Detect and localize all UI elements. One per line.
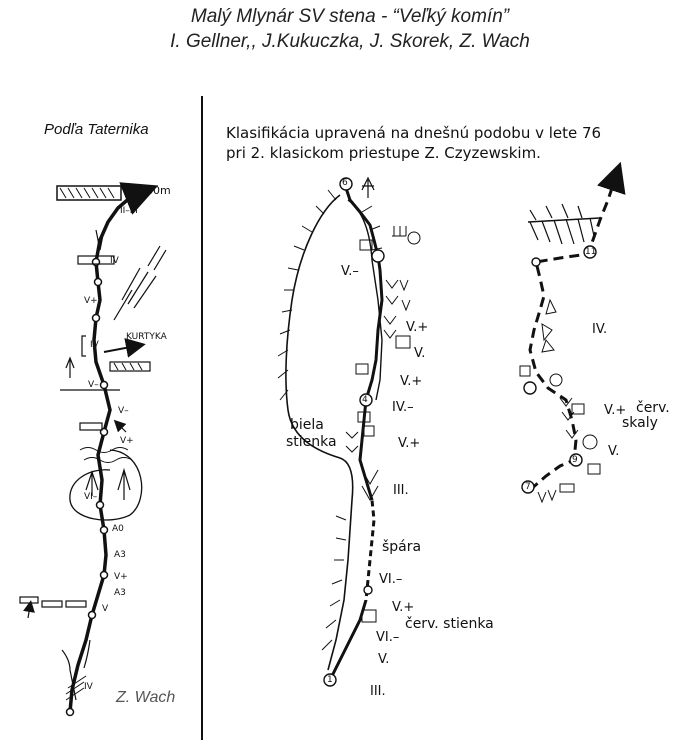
route-a-grade: V.+ xyxy=(392,600,415,615)
left-grade: II–III xyxy=(120,206,138,216)
route-b-grade: IV. xyxy=(592,322,608,337)
left-grade: IV xyxy=(110,256,119,266)
route-b-grade: V.+ xyxy=(604,403,627,418)
left-grade: V xyxy=(102,604,109,614)
route-a-grade: V.+ xyxy=(398,436,421,451)
route-a-belay-number: 4 xyxy=(362,395,368,405)
caption-line-1: Klasifikácia upravená na dnešnú podobu v… xyxy=(226,124,602,142)
route-b-grade: V. xyxy=(608,444,620,459)
route-a-belay-number: 1 xyxy=(327,675,333,685)
left-grade: V– xyxy=(118,406,129,416)
route-b-belay-number: 7 xyxy=(525,482,531,492)
left-grade: VI– xyxy=(84,492,98,502)
route-a-wall-ticks xyxy=(277,189,347,651)
kurtyka-label: KURTYKA xyxy=(126,332,167,342)
red-rocks-label-1: červ. xyxy=(636,400,670,416)
route-a xyxy=(277,176,421,687)
route-a-right-wall xyxy=(347,199,383,401)
white-wall-label-2: stienka xyxy=(286,434,337,450)
author-credit: Z. Wach xyxy=(116,689,176,706)
route-a-grade: V.+ xyxy=(406,320,429,335)
left-grade: V+ xyxy=(84,296,98,306)
route-a-grade: III. xyxy=(370,684,386,699)
route-a-grade: V.– xyxy=(341,264,359,279)
left-panel-heading: Podľa Taternika xyxy=(44,121,149,138)
left-grade: IV xyxy=(90,340,99,350)
route-a-grade: V.+ xyxy=(400,374,423,389)
route-b-belay-number: 9 xyxy=(572,455,578,465)
left-grade: V– xyxy=(88,380,99,390)
route-a-grade: V. xyxy=(414,346,426,361)
left-grade: A3 xyxy=(114,588,126,598)
topo-title: Malý Mlynár SV stena - “Veľký komín” xyxy=(190,6,510,27)
left-grade: IV xyxy=(84,682,93,692)
route-b-belay-number: 11 xyxy=(585,247,597,257)
left-grade: A0 xyxy=(112,524,124,534)
top-height-label: 80m xyxy=(146,184,171,197)
crack-label: špára xyxy=(382,539,422,555)
first-ascensionists: I. Gellner,, J.Kukuczka, J. Skorek, Z. W… xyxy=(170,31,530,52)
caption-line-2: pri 2. klasickom priestupe Z. Czyzewskim… xyxy=(226,144,541,162)
red-wall-label: červ. stienka xyxy=(405,616,494,632)
left-grade: V+ xyxy=(120,436,134,446)
white-wall-label-1: biela xyxy=(290,417,324,433)
left-topo xyxy=(19,182,167,717)
route-b xyxy=(519,161,626,504)
route-a-grade: V. xyxy=(378,652,390,667)
route-a-grade: VI.– xyxy=(379,572,403,587)
left-grade: V+ xyxy=(114,572,128,582)
route-a-grade: VI.– xyxy=(376,630,400,645)
route-a-grade: IV.– xyxy=(392,400,414,415)
route-a-belay-number: 6 xyxy=(342,178,348,188)
red-rocks-label-2: skaly xyxy=(622,415,658,431)
route-a-left-wall xyxy=(285,194,354,671)
left-grade: A3 xyxy=(114,550,126,560)
route-a-grade: III. xyxy=(393,483,409,498)
